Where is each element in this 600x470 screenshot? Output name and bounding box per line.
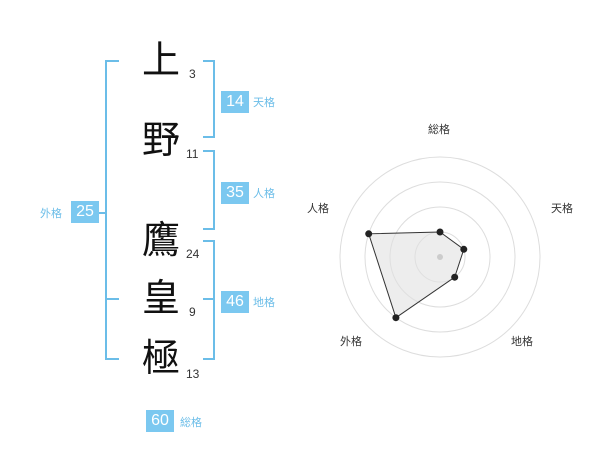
jinkaku-bracket-vertical xyxy=(213,150,215,230)
soukaku-label: 総格 xyxy=(180,416,202,429)
chikaku-bracket-top xyxy=(203,240,215,242)
radar-center-dot xyxy=(437,254,443,260)
gaikaku-bracket-tick xyxy=(97,212,105,214)
stroke-count-1: 3 xyxy=(189,67,196,81)
gaikaku-label: 外格 xyxy=(40,207,62,220)
radar-ring-4 xyxy=(339,156,541,358)
chikaku-label: 地格 xyxy=(253,296,275,309)
radar-ring-3 xyxy=(364,181,516,333)
chikaku-bracket-vertical xyxy=(213,240,215,360)
jinkaku-bracket-bottom xyxy=(203,228,215,230)
jinkaku-label: 人格 xyxy=(253,187,275,200)
name-char-5: 極 xyxy=(141,336,180,380)
jinkaku-value: 35 xyxy=(221,182,249,204)
jinkaku-bracket-top xyxy=(203,150,215,152)
radar-axis-label-soukaku: 総格 xyxy=(428,123,450,136)
gaikaku-bracket-bottom xyxy=(105,358,119,360)
chikaku-value: 46 xyxy=(221,291,249,313)
chikaku-bracket-middle xyxy=(203,298,215,300)
radar-axis-label-gaikaku: 外格 xyxy=(340,335,362,348)
tenkaku-bracket-top xyxy=(203,60,215,62)
radar-axis-label-chikaku: 地格 xyxy=(511,335,533,348)
name-char-2: 野 xyxy=(141,118,180,162)
radar-point-2 xyxy=(460,245,468,253)
name-char-4: 皇 xyxy=(141,276,180,320)
stroke-count-3: 24 xyxy=(186,247,200,261)
radar-axis-label-jinkaku: 人格 xyxy=(307,202,329,215)
gaikaku-bracket-middle xyxy=(105,298,119,300)
name-char-3: 鷹 xyxy=(141,218,180,262)
tenkaku-value: 14 xyxy=(221,91,249,113)
stroke-count-2: 11 xyxy=(186,147,199,161)
gaikaku-value: 25 xyxy=(71,201,99,223)
stroke-count-5: 13 xyxy=(186,367,200,381)
radar-axis-label-tenkaku: 天格 xyxy=(551,202,573,215)
soukaku-value: 60 xyxy=(146,410,174,432)
stroke-count-4: 9 xyxy=(189,305,196,319)
tenkaku-label: 天格 xyxy=(253,96,275,109)
radar-point-4 xyxy=(392,314,400,322)
tenkaku-bracket-bottom xyxy=(203,136,215,138)
gaikaku-bracket-vertical xyxy=(105,60,107,360)
gaikaku-bracket-top xyxy=(105,60,119,62)
radar-point-3 xyxy=(451,273,459,281)
radar-point-1 xyxy=(436,228,444,236)
radar-series-polygon xyxy=(368,231,465,319)
radar-point-5 xyxy=(365,230,373,238)
tenkaku-bracket-vertical xyxy=(213,60,215,138)
chikaku-bracket-bottom xyxy=(203,358,215,360)
name-char-1: 上 xyxy=(141,38,180,82)
